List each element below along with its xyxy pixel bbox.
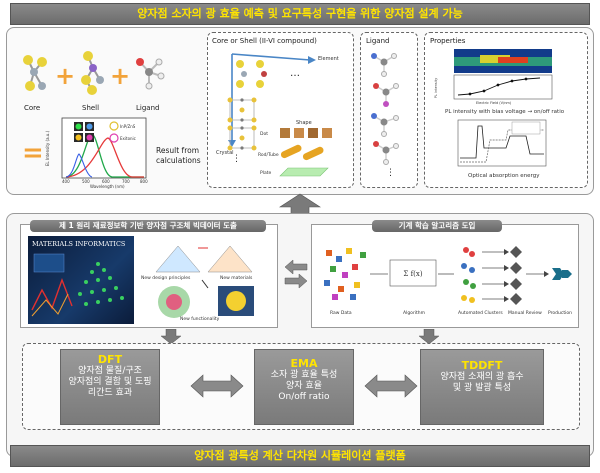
top-banner: 양자점 소자의 광 효율 예측 및 요구특성 구현을 위한 양자점 설계 가능 [10, 3, 590, 25]
pl-plot-xlabel: Electric Field (V/nm) [476, 101, 512, 105]
bottom-banner: 양자점 광특성 계산 다차원 시뮬레이션 플랫폼 [10, 445, 590, 467]
shell-label: Shell [82, 104, 100, 112]
crystal-ellipsis: ⋮ [232, 154, 241, 164]
equals-icon: = [22, 138, 44, 168]
result-label: Result from calculations [156, 146, 201, 165]
pl-plot-ylabel: PL intensity [434, 77, 439, 99]
spectrum-xtick-700: 700 [122, 179, 130, 184]
down-arrow-left-icon [160, 329, 182, 345]
spectrum-xtick-500: 500 [82, 179, 90, 184]
ligand-molecule-icon [136, 58, 165, 90]
tddft-line-1: 양자점 소재의 광 흡수 [440, 372, 524, 382]
pl-intensity-plot [453, 49, 553, 100]
ml-label-production: Production [548, 311, 572, 316]
ema-tddft-double-arrow-icon [364, 374, 418, 398]
shell-molecule-icon [81, 51, 104, 95]
tddft-title: TDDFT [461, 359, 503, 372]
ml-label-clusters: Automated Clusters [458, 311, 503, 316]
optical-caption: Optical absorption energy [468, 173, 540, 179]
mi-title: MATERIALS INFORMATICS [32, 240, 126, 248]
dft-line-1: 양자점 물질/구조 [78, 366, 142, 376]
spectrum-legend-2: Exitonic [120, 136, 136, 141]
right-panel-header: 기계 학습 알고리즘 도입 [372, 220, 502, 232]
spectrum-xtick-600: 600 [102, 179, 110, 184]
swap-arrows-icon [284, 259, 308, 289]
pl-caption: PL intensity with bias voltage → on/off … [445, 109, 565, 115]
spectrum-xtick-400: 400 [62, 179, 70, 184]
ema-line-3: On/off ratio [278, 392, 330, 402]
mi-artwork [31, 253, 124, 317]
core-molecule-icon [23, 55, 47, 91]
element-label: Element [318, 56, 339, 62]
rod-label: Rod/Tube [258, 153, 279, 158]
optical-absorption-plot [457, 119, 547, 167]
spectrum-legend-1: InP/ZnS [120, 124, 136, 129]
ml-label-raw-data: Raw Data [330, 311, 352, 316]
dft-title: DFT [97, 353, 123, 366]
plate-label: Plate [260, 171, 272, 176]
dft-line-2: 양자점의 결함 및 도핑 [68, 377, 152, 387]
tddft-box: TDDFT 양자점 소재의 광 흡수 및 광 발광 특성 [420, 349, 544, 425]
crystal-label: Crystal [216, 150, 234, 156]
down-arrow-right-icon [418, 329, 440, 345]
mi-label-materials: New materials [220, 276, 253, 281]
spectrum-xtick-800: 800 [140, 179, 148, 184]
dft-line-3: 리간드 효과 [87, 388, 133, 398]
mi-label-functionality: New functionality [180, 317, 220, 322]
ligand-box-title: Ligand [366, 37, 390, 45]
nanostructure-shapes-icon [279, 128, 332, 177]
materials-informatics-image: MATERIALS INFORMATICS [28, 236, 134, 324]
plus-icon-2: + [110, 62, 131, 90]
spectrum-xlabel: Wavelength (nm) [90, 184, 125, 189]
ema-title: EMA [290, 357, 318, 370]
tddft-line-2: 및 광 발광 특성 [452, 383, 512, 393]
plus-icon: + [55, 62, 76, 90]
ml-pipeline-diagram: Σ f(x) [324, 246, 572, 305]
ml-panel [311, 224, 579, 328]
left-panel-header: 제 1 원리 재료정보학 기반 양자점 구조체 빅데이터 도출 [30, 220, 266, 232]
dft-ema-double-arrow-icon [190, 374, 244, 398]
ema-box: EMA 소자 광 효율 특성 양자 효율 On/off ratio [254, 349, 354, 425]
up-arrow-icon [278, 193, 322, 215]
el-spectrum-plot [61, 117, 147, 179]
spectrum-ylabel: EL Intensity (a.u.) [45, 130, 51, 167]
ema-line-1: 소자 광 효율 특성 [270, 370, 338, 380]
dot-label: Dot [260, 132, 268, 137]
core-label: Core [24, 104, 41, 112]
element-molecules-icon [236, 60, 267, 88]
ema-line-2: 양자 효율 [286, 381, 322, 391]
core-shell-title: Core or Shell (II-VI compound) [212, 37, 317, 45]
design-principles-diagram [155, 245, 254, 318]
shape-label: Shape [296, 120, 312, 126]
mi-label-principles: New design principles [141, 276, 191, 281]
ligand-label: Ligand [136, 104, 160, 112]
dft-box: DFT 양자점 물질/구조 양자점의 결함 및 도핑 리간드 효과 [60, 349, 160, 425]
properties-title: Properties [430, 37, 466, 45]
ligand-ellipsis: ⋮ [386, 168, 395, 178]
ligand-list-icon [371, 53, 399, 165]
crystal-lattice-icon [227, 97, 257, 151]
ml-label-algorithm: Algorithm [403, 311, 426, 316]
svg-text:Σ f(x): Σ f(x) [403, 270, 422, 278]
ml-label-review: Manual Review [508, 311, 542, 316]
element-ellipsis: … [290, 68, 300, 79]
